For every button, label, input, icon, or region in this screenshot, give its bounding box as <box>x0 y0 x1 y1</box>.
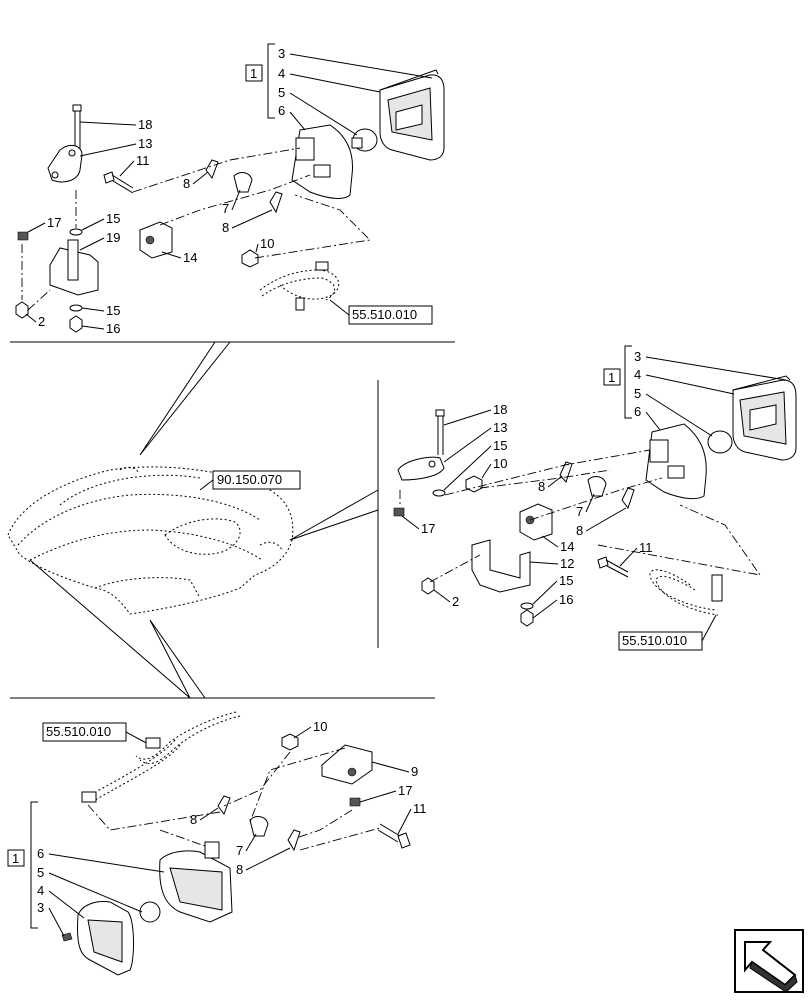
callout-number: 11 <box>639 540 653 555</box>
callout-number: 8 <box>222 220 229 235</box>
svg-text:55.510.010: 55.510.010 <box>352 307 417 322</box>
bottom-assembly-lines <box>87 747 381 851</box>
section-dividers <box>10 341 455 699</box>
callout-number: 7 <box>236 843 243 858</box>
top-assembly <box>15 69 445 333</box>
callout-number: 13 <box>138 136 152 151</box>
right-assembly <box>393 375 797 627</box>
callout-number: 4 <box>37 883 44 898</box>
callout-number: 14 <box>183 250 197 265</box>
next-page-arrow-icon[interactable] <box>734 929 804 993</box>
callout-number: 8 <box>190 812 197 827</box>
cab-roof <box>7 466 294 615</box>
callout-number: 9 <box>411 764 418 779</box>
callout-number: 3 <box>278 46 285 61</box>
callout-number: 10 <box>493 456 507 471</box>
callout-number: 17 <box>421 521 435 536</box>
callout-number: 4 <box>278 66 285 81</box>
reference-box-wiring-top[interactable]: 55.510.010 <box>348 305 433 325</box>
callout-number: 14 <box>560 539 574 554</box>
top-callouts: 3 4 5 6 18 13 11 8 7 8 17 15 19 14 10 2 … <box>25 46 433 336</box>
callout-number: 15 <box>106 211 120 226</box>
callout-number: 4 <box>634 367 641 382</box>
callout-number: 18 <box>138 117 152 132</box>
callout-number: 3 <box>634 349 641 364</box>
svg-text:55.510.010: 55.510.010 <box>46 724 111 739</box>
kit-bracket-bottom: 1 <box>7 801 38 929</box>
reference-box-cab-roof[interactable]: 90.150.070 <box>212 470 301 490</box>
reference-box-wiring-bottom[interactable]: 55.510.010 <box>42 722 127 742</box>
callout-number: 6 <box>634 404 641 419</box>
svg-text:55.510.010: 55.510.010 <box>622 633 687 648</box>
callout-number: 3 <box>37 900 44 915</box>
svg-text:1: 1 <box>608 370 615 385</box>
callout-number: 5 <box>37 865 44 880</box>
callout-number: 2 <box>452 594 459 609</box>
bottom-callouts: 10 9 17 11 8 7 8 6 5 4 3 <box>37 719 427 937</box>
callout-number: 7 <box>222 201 229 216</box>
callout-number: 8 <box>538 479 545 494</box>
callout-number: 10 <box>260 236 274 251</box>
kit-bracket-top: 1 <box>245 43 275 119</box>
callout-number: 19 <box>106 230 120 245</box>
callout-number: 12 <box>560 556 574 571</box>
callout-number: 6 <box>37 846 44 861</box>
svg-text:90.150.070: 90.150.070 <box>217 472 282 487</box>
callout-number: 8 <box>183 176 190 191</box>
callout-number: 11 <box>136 153 150 168</box>
callout-number: 10 <box>313 719 327 734</box>
callout-number: 16 <box>559 592 573 607</box>
top-assembly-lines <box>21 147 371 311</box>
callout-number: 7 <box>576 504 583 519</box>
callout-number: 8 <box>236 862 243 877</box>
right-callouts: 3 4 5 6 18 13 15 10 8 7 8 17 14 12 11 2 … <box>401 349 787 619</box>
callout-number: 15 <box>493 438 507 453</box>
svg-text:1: 1 <box>12 851 19 866</box>
kit-bracket-right: 1 <box>603 345 632 419</box>
callout-number: 6 <box>278 103 285 118</box>
reference-box-wiring-right[interactable]: 55.510.010 <box>618 631 703 651</box>
callout-number: 13 <box>493 420 507 435</box>
svg-text:1: 1 <box>250 66 257 81</box>
callout-number: 18 <box>493 402 507 417</box>
callout-number: 5 <box>634 386 641 401</box>
callout-number: 15 <box>106 303 120 318</box>
callout-number: 17 <box>47 215 61 230</box>
callout-number: 15 <box>559 573 573 588</box>
callout-number: 2 <box>38 314 45 329</box>
callout-number: 11 <box>413 801 427 816</box>
callout-number: 16 <box>106 321 120 336</box>
callout-number: 5 <box>278 85 285 100</box>
callout-number: 8 <box>576 523 583 538</box>
callout-number: 17 <box>398 783 412 798</box>
